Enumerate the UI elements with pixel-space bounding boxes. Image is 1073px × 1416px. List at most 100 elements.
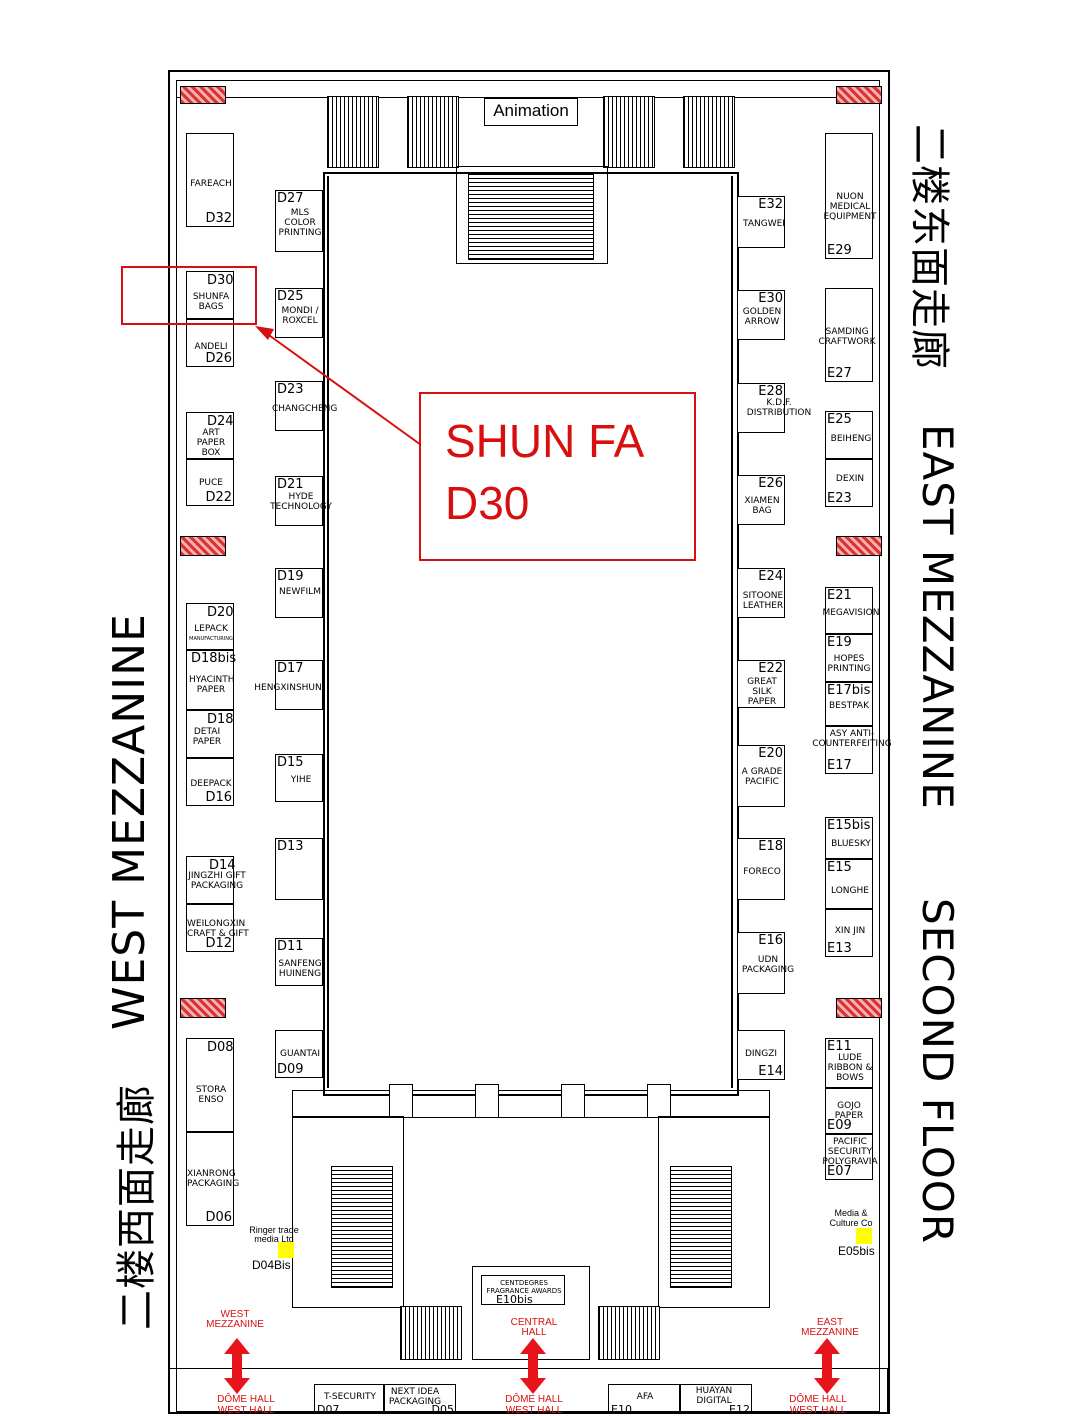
booth-name: LUDE RIBBON & BOWS — [827, 1053, 873, 1083]
dome-hall-label-east: DÔME HALL WEST HALL — [789, 1394, 847, 1416]
booth-d04bis-marker[interactable] — [278, 1242, 294, 1258]
booth-name: XIANRONG PACKAGING — [187, 1169, 240, 1189]
booth-d09[interactable]: GUANTAI D09 — [275, 1030, 323, 1078]
booth-e16[interactable]: E16 UDN PACKAGING — [737, 932, 794, 994]
booth-id: D19 — [277, 569, 304, 584]
bridge-pillar-3 — [561, 1084, 585, 1118]
booth-e05bis-marker[interactable] — [856, 1228, 872, 1244]
ringer-label: Ringer trade media Ltd — [249, 1225, 299, 1244]
booth-e27[interactable]: SAMDING CRAFTWORK E27 — [819, 288, 875, 382]
booth-name: SITOONE LEATHER — [742, 591, 784, 611]
booth-e10[interactable]: AFA E10 — [608, 1384, 680, 1416]
booth-e29[interactable]: NUON MEDICAL EQUIPMENT E29 — [823, 133, 877, 259]
booth-d12[interactable]: WEILONGXIN CRAFT & GIFT D12 — [186, 904, 249, 952]
booth-name: BESTPAK — [829, 701, 869, 711]
booth-name: MEGAVISION — [822, 608, 880, 618]
east-mezzanine-hall-label: EAST MEZZANINE — [801, 1317, 859, 1338]
booth-id: E26 — [758, 476, 783, 491]
booth-id: D32 — [205, 211, 232, 226]
booth-id: D18 — [207, 712, 234, 727]
booth-d26[interactable]: ANDELI D26 — [186, 319, 234, 367]
booth-name: UDN PACKAGING — [741, 955, 795, 975]
booth-d30[interactable]: D30 SHUNFA BAGS — [186, 271, 234, 319]
booth-e25[interactable]: E25 BEIHENG — [825, 411, 873, 459]
hatched-column-e1 — [836, 536, 882, 556]
booth-name: AFA — [636, 1392, 654, 1402]
booth-e11[interactable]: E11 LUDE RIBBON & BOWS — [825, 1038, 873, 1088]
booth-e17bis[interactable]: E17bis BESTPAK — [825, 682, 873, 726]
booth-d18[interactable]: D18 DETAI PAPER — [186, 710, 234, 758]
booth-id: E32 — [758, 197, 783, 212]
bridge-pillar-2 — [475, 1084, 499, 1118]
booth-d23[interactable]: D23 CHANGCHENG — [272, 381, 337, 431]
booth-d04bis-id: D04Bis — [252, 1258, 291, 1272]
booth-name: K.D.F. DISTRIBUTION — [746, 398, 812, 418]
booth-id: E12 — [729, 1403, 750, 1416]
booth-id: D11 — [277, 939, 304, 954]
booth-id: D14 — [209, 858, 236, 873]
booth-name: SANFENG HUINENG — [278, 959, 322, 979]
booth-id: D27 — [277, 191, 304, 206]
booth-e18[interactable]: E18 FORECO — [737, 838, 785, 900]
booth-d13[interactable]: D13 — [275, 838, 323, 900]
booth-id: D30 — [207, 273, 234, 288]
booth-name: DEEPACK — [190, 779, 232, 789]
booth-d22[interactable]: PUCE D22 — [186, 459, 234, 506]
atrium-rail-west — [327, 176, 329, 1088]
booth-name: CHANGCHENG — [272, 404, 338, 414]
booth-id: E28 — [758, 384, 783, 399]
booth-d18bis[interactable]: D18bis HYACINTH PAPER — [186, 650, 236, 710]
booth-d27[interactable]: D27 MLS COLOR PRINTING — [275, 190, 323, 252]
central-stairs-frame — [456, 166, 608, 264]
booth-name: ANDELI — [194, 342, 228, 352]
booth-d08[interactable]: D08 STORA ENSO — [186, 1038, 234, 1132]
booth-name: GREAT SILK PAPER — [747, 677, 777, 707]
booth-d17[interactable]: D17 HENGXINSHUN — [254, 660, 323, 710]
booth-e24[interactable]: E24 SITOONE LEATHER — [737, 568, 785, 618]
bottom-stairs-west — [400, 1306, 462, 1360]
booth-e28[interactable]: E28 K.D.F. DISTRIBUTION — [737, 383, 811, 433]
booth-d07[interactable]: T-SECURITY D07 — [314, 1384, 384, 1416]
booth-id: D08 — [207, 1040, 234, 1055]
booth-e07[interactable]: PACIFIC SECURITY POLYGRAVIA E07 — [822, 1134, 878, 1180]
booth-id: E14 — [758, 1064, 783, 1079]
booth-d05[interactable]: NEXT IDEA PACKAGING D05 — [384, 1384, 456, 1416]
booth-e10bis[interactable]: CENTDEGRES FRAGRANCE AWARDS E10bis — [481, 1275, 565, 1306]
booth-name: WEILONGXIN CRAFT & GIFT — [187, 919, 249, 939]
booth-d32[interactable]: FAREACH D32 — [186, 133, 234, 227]
booth-name: PUCE — [199, 478, 223, 488]
booth-name: YIHE — [290, 775, 312, 785]
highlight-box-d30 — [121, 266, 257, 325]
booth-d25[interactable]: D25 MONDI / ROXCEL — [275, 288, 323, 338]
booth-e21[interactable]: E21 MEGAVISION — [822, 587, 880, 634]
booth-d20[interactable]: D20 LEPACK MANUFACTURING — [186, 603, 234, 650]
dome-hall-label-west: DÔME HALL WEST HALL — [217, 1394, 275, 1416]
booth-d15[interactable]: D15 YIHE — [275, 754, 323, 802]
booth-name: HOPES PRINTING — [827, 654, 871, 674]
booth-e13[interactable]: XIN JIN E13 — [825, 909, 873, 957]
booth-d24[interactable]: D24 ART PAPER BOX — [186, 412, 234, 459]
booth-e14[interactable]: DINGZI E14 — [737, 1030, 785, 1080]
booth-id: E17 — [827, 758, 852, 773]
booth-e15[interactable]: E15 LONGHE — [825, 859, 873, 909]
booth-e23[interactable]: DEXIN E23 — [825, 459, 873, 507]
booth-e15bis[interactable]: E15bis BLUESKY — [825, 817, 873, 859]
booth-d11[interactable]: D11 SANFENG HUINENG — [275, 938, 323, 986]
booth-id: E20 — [758, 746, 783, 761]
booth-e17[interactable]: ASY ANTI-COUNTERFEITING E17 — [812, 726, 892, 774]
booth-d06[interactable]: XIANRONG PACKAGING D06 — [186, 1132, 239, 1226]
booth-e20[interactable]: E20 A GRADE PACIFIC — [737, 745, 785, 807]
booth-e26[interactable]: E26 XIAMEN BAG — [737, 475, 785, 525]
booth-d14[interactable]: D14 JINGZHI GIFT PACKAGING — [186, 856, 246, 904]
booth-e09[interactable]: GOJO PAPER E09 — [825, 1088, 873, 1134]
booth-e30[interactable]: E30 GOLDEN ARROW — [737, 290, 785, 340]
booth-e19[interactable]: E19 HOPES PRINTING — [825, 634, 873, 682]
west-chinese-label: 二楼西面走廊 — [114, 1084, 160, 1330]
booth-d19[interactable]: D19 NEWFILM — [275, 568, 323, 618]
booth-e32[interactable]: E32 TANGWEI — [737, 196, 785, 248]
booth-d21[interactable]: D21 HYDE TECHNOLOGY — [270, 476, 332, 526]
booth-d16[interactable]: DEEPACK D16 — [186, 758, 234, 806]
booth-e22[interactable]: E22 GREAT SILK PAPER — [737, 660, 785, 708]
bridge-pillar-4 — [647, 1084, 671, 1118]
booth-e12[interactable]: HUAYAN DIGITAL E12 — [680, 1384, 752, 1416]
